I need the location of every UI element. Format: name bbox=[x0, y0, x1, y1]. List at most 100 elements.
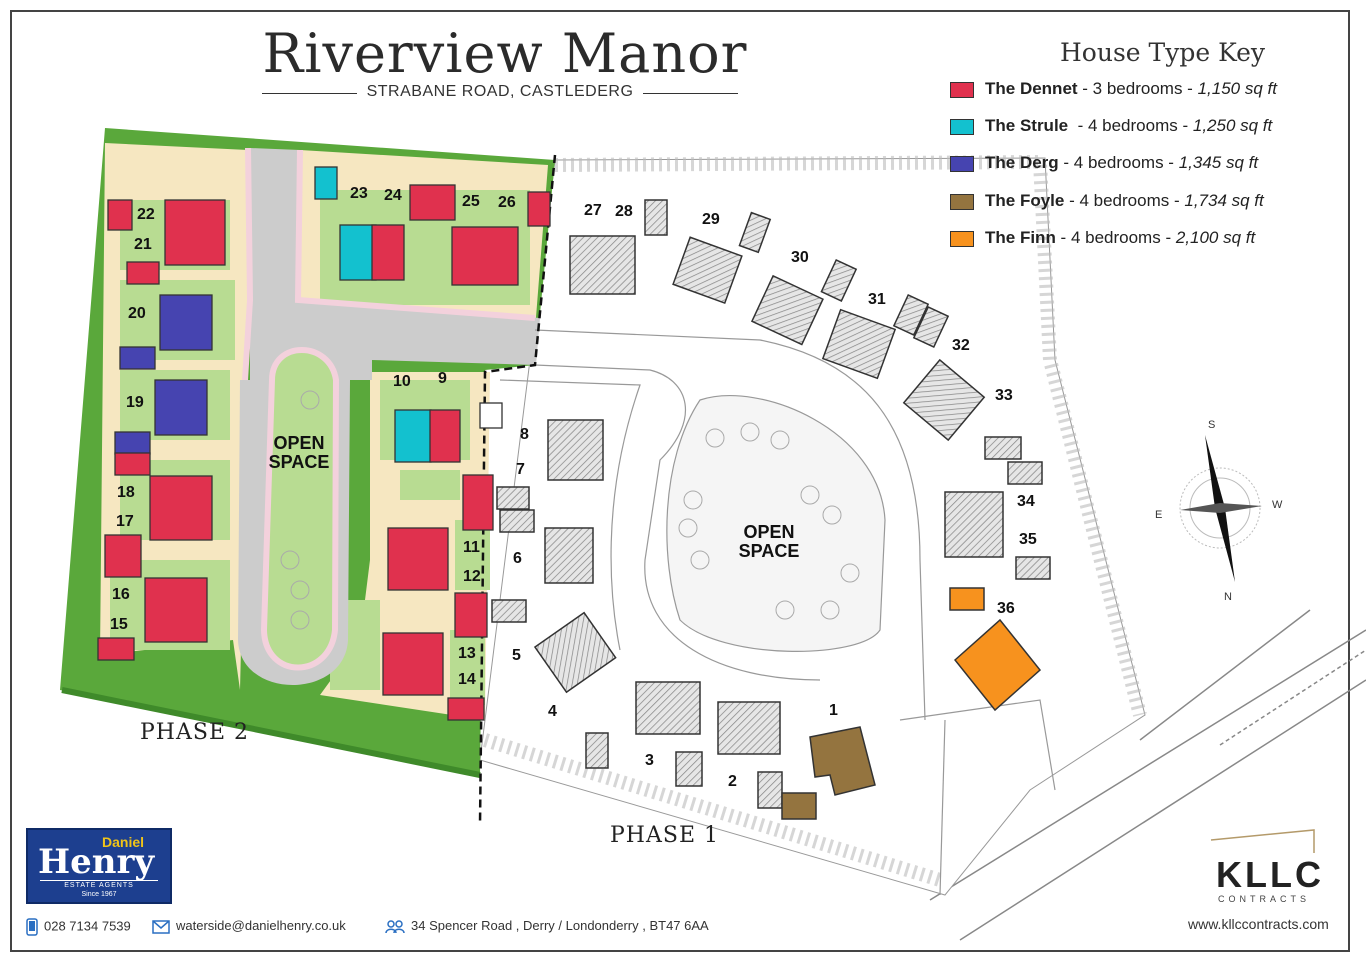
house-9 bbox=[429, 409, 461, 463]
compass-n: N bbox=[1224, 591, 1232, 603]
open-space-trees bbox=[280, 390, 860, 630]
open-space-word: OPEN bbox=[273, 433, 325, 453]
key-sep: - bbox=[1064, 191, 1080, 210]
house-11-garage bbox=[462, 474, 494, 531]
phase1-colored-houses bbox=[781, 587, 1042, 820]
key-swatch bbox=[950, 194, 974, 210]
contact-phone: 028 7134 7539 bbox=[26, 918, 131, 936]
phase1-roads bbox=[499, 329, 1056, 896]
key-area: 1,150 sq ft bbox=[1197, 79, 1277, 98]
house-24-garage bbox=[409, 184, 456, 221]
phone-text: 028 7134 7539 bbox=[44, 918, 131, 934]
phase2-houses bbox=[97, 166, 551, 721]
subtitle-rule-left bbox=[262, 93, 357, 94]
key-swatch bbox=[950, 156, 974, 172]
key-sep: - bbox=[1068, 116, 1088, 135]
open-space-label-phase2: OPEN SPACE bbox=[264, 434, 334, 472]
plot-number: 15 bbox=[110, 616, 128, 633]
address-text: 34 Spencer Road , Derry / Londonderry , … bbox=[411, 918, 709, 933]
page-subtitle: STRABANE ROAD, CASTLEDERG bbox=[366, 83, 634, 100]
plot-number: 6 bbox=[513, 550, 522, 567]
page-title: Riverview Manor bbox=[262, 22, 748, 85]
plot-number: 28 bbox=[615, 203, 633, 220]
plot-number: 34 bbox=[1017, 493, 1035, 510]
plot-number: 13 bbox=[458, 645, 476, 662]
phase1-open-space bbox=[666, 395, 886, 652]
key-sep: - bbox=[1163, 153, 1179, 172]
plot-number: 25 bbox=[462, 193, 480, 210]
key-title: House Type Key bbox=[1060, 38, 1265, 67]
key-area: 1,250 sq ft bbox=[1192, 116, 1273, 135]
house-20 bbox=[159, 294, 213, 351]
open-space-label-phase1: OPEN SPACE bbox=[732, 523, 806, 561]
house-12-garage bbox=[454, 592, 488, 638]
key-name: The Dennet bbox=[985, 79, 1078, 98]
open-space-word: SPACE bbox=[268, 452, 330, 472]
plot-number: 4 bbox=[548, 703, 557, 720]
phase1-houses bbox=[491, 199, 1051, 809]
phase1-hedge bbox=[554, 154, 1147, 717]
key-swatch bbox=[950, 119, 974, 135]
house-22-main bbox=[164, 199, 226, 266]
house-18 bbox=[149, 475, 213, 541]
logo-brand-top: Daniel bbox=[102, 834, 145, 850]
plot-number: 26 bbox=[498, 194, 516, 211]
email-text: waterside@danielhenry.co.uk bbox=[176, 918, 346, 933]
key-beds: 4 bedrooms bbox=[1070, 228, 1161, 247]
key-area: 1,734 sq ft bbox=[1184, 191, 1264, 210]
house-19 bbox=[154, 379, 208, 436]
contact-address: 34 Spencer Road , Derry / Londonderry , … bbox=[385, 918, 709, 934]
key-area: 1,345 sq ft bbox=[1178, 153, 1259, 172]
plot-number: 31 bbox=[868, 291, 886, 308]
house-36-finn bbox=[953, 618, 1042, 712]
compass-w: W bbox=[1272, 499, 1283, 511]
plot-number: 30 bbox=[791, 249, 809, 266]
key-name: The Strule bbox=[985, 116, 1069, 135]
plot-number: 32 bbox=[952, 337, 970, 354]
developer-sub: CONTRACTS bbox=[1218, 894, 1310, 904]
house-20-garage bbox=[119, 346, 156, 370]
plot-number: 9 bbox=[438, 370, 447, 387]
plot-number: 16 bbox=[112, 586, 130, 603]
key-sep: - bbox=[1182, 79, 1198, 98]
key-beds: 3 bedrooms bbox=[1092, 79, 1183, 98]
house-10 bbox=[394, 409, 432, 463]
logo-tagline: ESTATE AGENTS bbox=[40, 880, 158, 889]
subtitle-rule-right bbox=[643, 93, 738, 94]
subtitle-row: STRABANE ROAD, CASTLEDERG bbox=[262, 83, 738, 103]
kllc-roof-icon bbox=[1210, 829, 1315, 853]
plot-number: 29 bbox=[702, 211, 720, 228]
house-19-garage-top bbox=[114, 431, 151, 455]
plot-number: 10 bbox=[393, 373, 411, 390]
compass-rose: S E W N bbox=[1155, 419, 1283, 603]
house-14-garage bbox=[447, 697, 485, 721]
plot-number: 12 bbox=[463, 568, 481, 585]
plot-number: 36 bbox=[997, 600, 1015, 617]
developer-website: www.kllccontracts.com bbox=[1188, 916, 1329, 932]
key-swatch bbox=[950, 82, 974, 98]
daniel-henry-logo: Daniel Henry ESTATE AGENTS Since 1967 bbox=[26, 828, 172, 904]
house-36-garage bbox=[949, 587, 985, 611]
compass-s: S bbox=[1208, 419, 1215, 431]
key-sep: - bbox=[1160, 228, 1176, 247]
house-11 bbox=[387, 527, 449, 591]
plot-number: 2 bbox=[728, 773, 737, 790]
house-23 bbox=[339, 224, 377, 281]
house-21 bbox=[126, 261, 160, 285]
open-space-word: SPACE bbox=[738, 541, 800, 561]
house-13 bbox=[382, 632, 444, 696]
house-24 bbox=[371, 224, 405, 281]
plot-number: 5 bbox=[512, 647, 521, 664]
contact-email: waterside@danielhenry.co.uk bbox=[152, 918, 346, 934]
plot-number: 21 bbox=[134, 236, 152, 253]
plot-number: 19 bbox=[126, 394, 144, 411]
key-name: The Derg bbox=[985, 153, 1059, 172]
key-beds: 4 bedrooms bbox=[1079, 191, 1170, 210]
plot-number: 35 bbox=[1019, 531, 1037, 548]
key-sep: - bbox=[1055, 228, 1071, 247]
plot-number: 22 bbox=[137, 206, 155, 223]
key-name: The Foyle bbox=[985, 191, 1065, 210]
house-23-garage bbox=[314, 166, 338, 200]
key-sep: - bbox=[1058, 153, 1074, 172]
phone-icon bbox=[26, 918, 38, 936]
